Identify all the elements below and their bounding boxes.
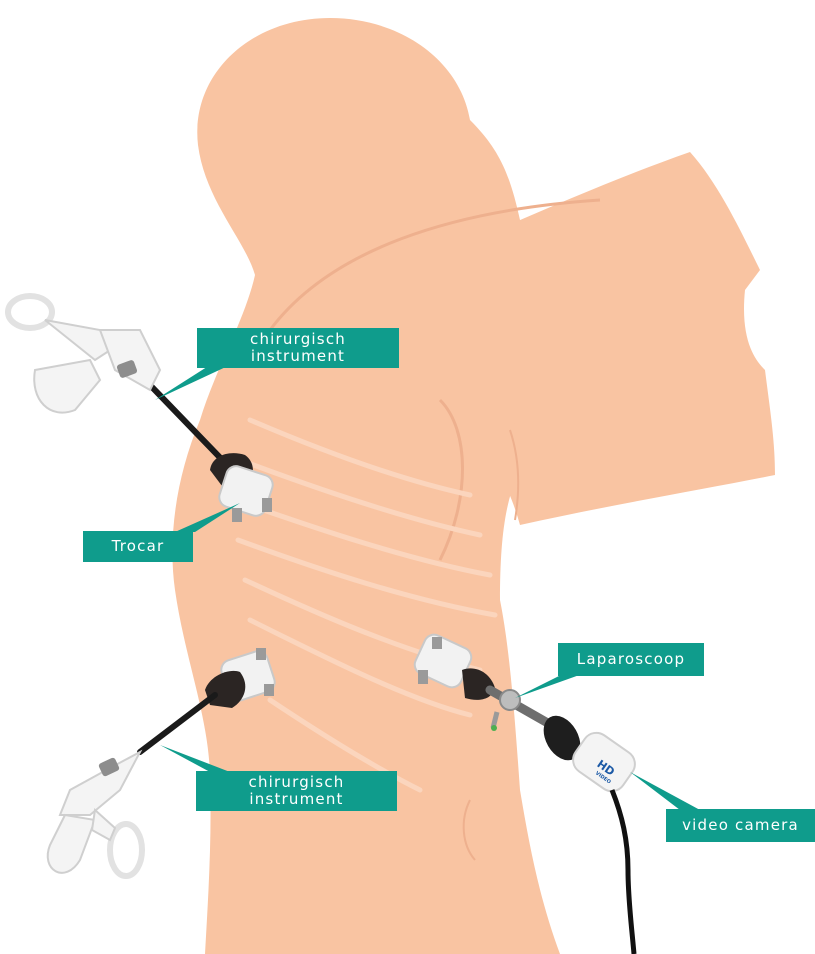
instrument-handle [8,296,160,413]
label-line: chirurgisch [250,331,346,348]
label-surgical-instrument-bottom: chirurgisch instrument [196,771,397,811]
pointer-camera [630,772,700,810]
label-line: Laparoscoop [577,651,685,668]
label-line: Trocar [112,538,165,555]
label-line: instrument [249,791,343,808]
label-line: video camera [682,817,799,834]
label-laparoscope: Laparoscoop [558,643,704,676]
surgical-instrument-bottom [48,695,215,876]
label-line: chirurgisch [249,774,345,791]
label-surgical-instrument-top: chirurgisch instrument [197,328,399,368]
label-trocar: Trocar [83,531,193,562]
instrument-handle [48,752,142,876]
video-camera: HD VIDEO [568,727,641,954]
instrument-shaft [140,695,215,752]
camera-cable [612,790,634,954]
label-line: instrument [251,348,345,365]
pointer-laparoscope [515,673,585,698]
label-video-camera: video camera [666,809,815,842]
